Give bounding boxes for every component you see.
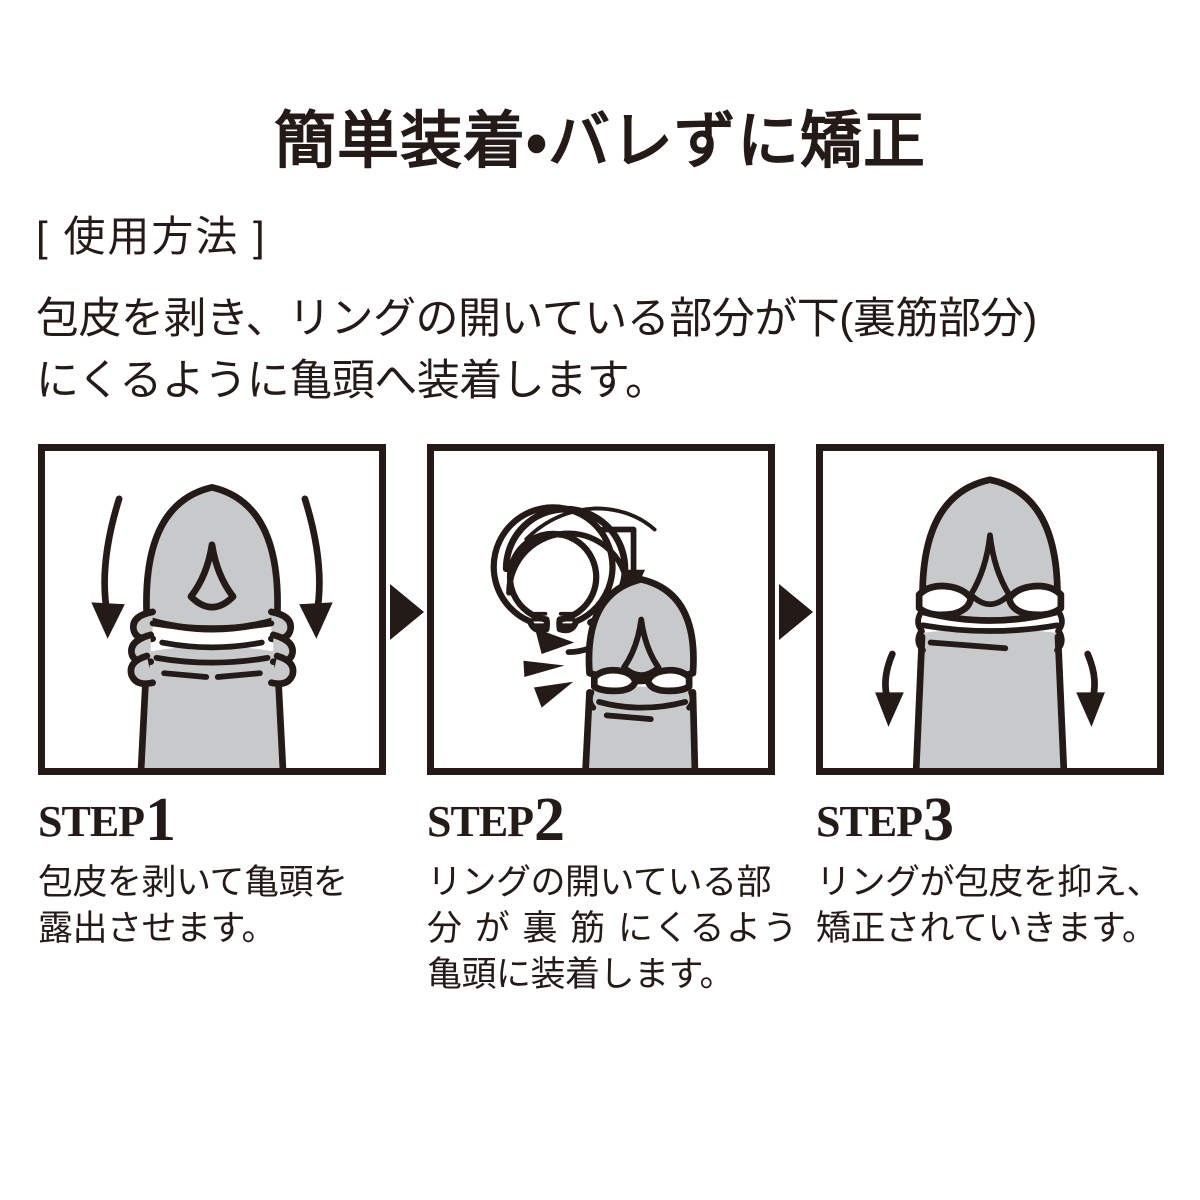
section-label: [ 使用方法 ] [36, 213, 267, 260]
step-3-title: STEP3 [816, 789, 1164, 851]
step-2: STEP2 リングの開いている部 分 が 裏 筋 にくるよう 亀頭に装着します。 [427, 444, 799, 999]
step-2-caption-line-1: リングの開いている部 [427, 863, 771, 902]
step-2-caption-line-2: 分 が 裏 筋 にくるよう [427, 909, 799, 949]
step-1-caption: 包皮を剥いて亀頭を 露出させます。 [38, 860, 386, 952]
step-1-number: 1 [145, 786, 177, 854]
page-title: 簡単装着・バレずに矯正 [273, 104, 927, 177]
glans-foreskin-rolled-diagram [91, 484, 333, 768]
separator-arrow-1 [390, 584, 424, 640]
step-3: STEP3 リングが包皮を抑え、 矯正されていきます。 [816, 444, 1164, 952]
step-1-illustration-panel [38, 444, 386, 775]
step-3-word: STEP [816, 797, 923, 846]
step-2-caption-line-3: 亀頭に装着します。 [427, 955, 735, 995]
ring-fitted-result-diagram [875, 476, 1105, 768]
step-2-caption: リングの開いている部 分 が 裏 筋 にくるよう 亀頭に装着します。 [427, 860, 799, 999]
c-ring-application-diagram [490, 504, 699, 768]
triangle-right-icon [779, 584, 813, 640]
step-1-caption-line-1: 包皮を剥いて亀頭を [38, 863, 348, 902]
lead-line-1: 包皮を剥き、リングの開いている部分が下(裏筋部分) [36, 295, 1037, 343]
triangle-right-icon [390, 584, 424, 640]
step-3-number: 3 [923, 786, 955, 854]
step-3-caption-line-2: 矯正されていきます。 [816, 909, 1157, 949]
step-1-word: STEP [38, 797, 145, 846]
step-1-caption-line-2: 露出させます。 [38, 909, 277, 949]
step-1: STEP1 包皮を剥いて亀頭を 露出させます。 [38, 444, 386, 952]
step-2-word: STEP [427, 797, 534, 846]
step-3-illustration-panel [816, 444, 1164, 775]
lead-paragraph: 包皮を剥き、リングの開いている部分が下(裏筋部分) にくるように亀頭へ装着します… [36, 288, 1186, 413]
steps-row: STEP1 包皮を剥いて亀頭を 露出させます。 [38, 444, 1164, 1144]
separator-arrow-2 [779, 584, 813, 640]
step-2-illustration-panel [427, 444, 775, 775]
step-3-caption-line-1: リングが包皮を抑え、 [816, 863, 1162, 902]
lead-line-2: にくるように亀頭へ装着します。 [36, 357, 668, 406]
step-3-caption: リングが包皮を抑え、 矯正されていきます。 [816, 860, 1164, 952]
step-2-title: STEP2 [427, 789, 775, 851]
step-1-title: STEP1 [38, 789, 386, 851]
step-2-number: 2 [534, 786, 566, 854]
